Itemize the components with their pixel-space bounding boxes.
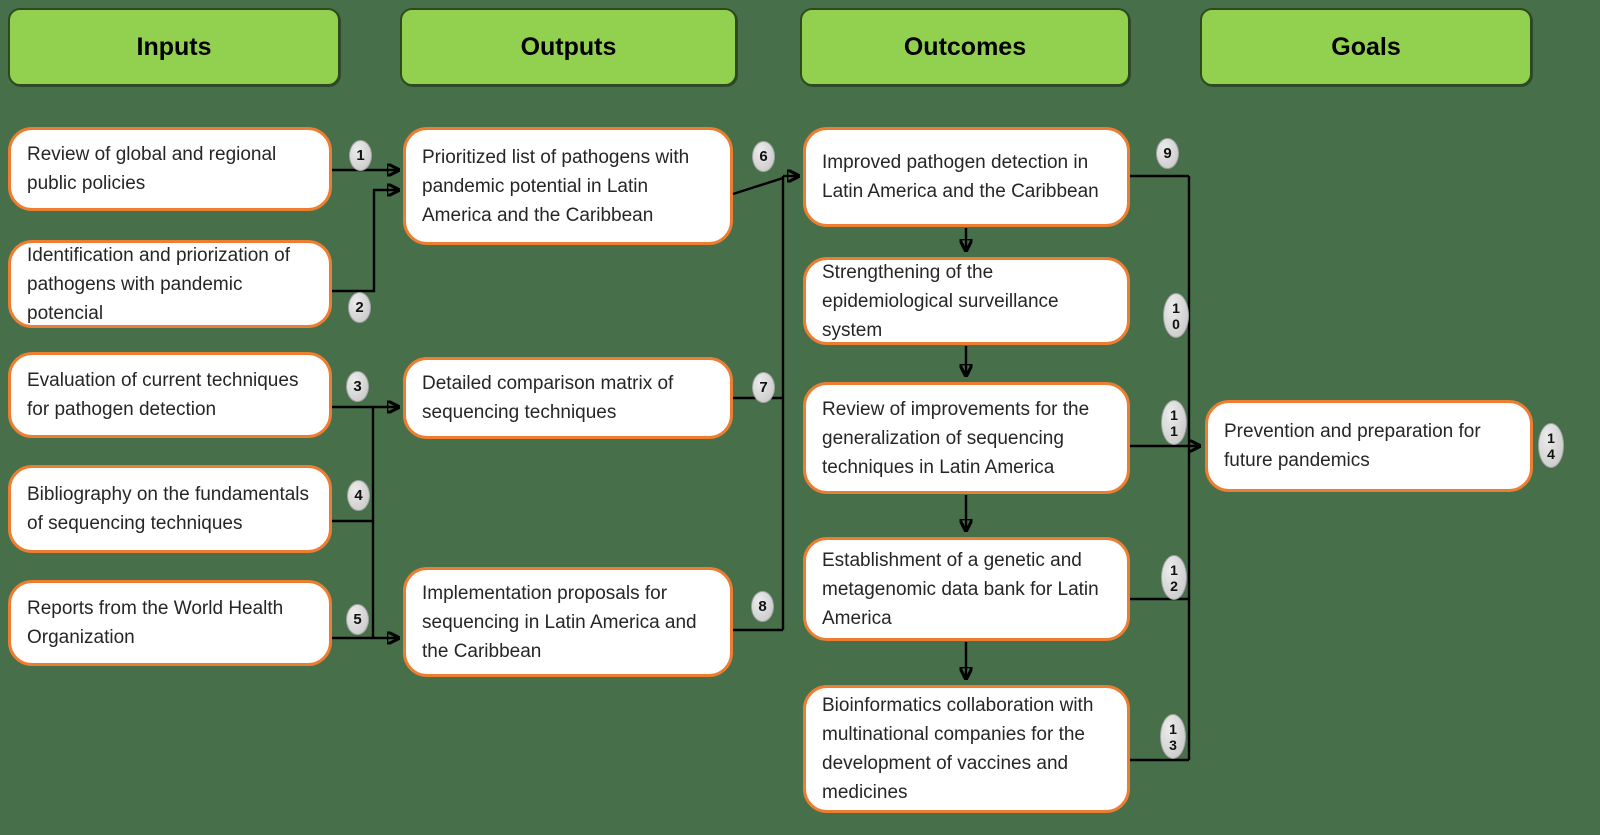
- badge-12: 12: [1161, 555, 1187, 600]
- badge-2: 2: [348, 292, 371, 323]
- goal-box-14: Prevention and preparation for future pa…: [1205, 400, 1533, 492]
- badge-10: 10: [1163, 293, 1189, 338]
- output-box-7: Detailed comparison matrix of sequencing…: [403, 357, 733, 439]
- arrow-input2-to-output6: [332, 190, 398, 293]
- badge-6: 6: [752, 141, 775, 172]
- outcome-box-13: Bioinformatics collaboration with multin…: [803, 685, 1130, 813]
- outcome-box-11: Review of improvements for the generaliz…: [803, 382, 1130, 494]
- header-outcomes: Outcomes: [800, 8, 1130, 86]
- header-outputs: Outputs: [400, 8, 737, 86]
- input-box-1: Review of global and regional public pol…: [8, 127, 332, 211]
- input-box-4: Bibliography on the fundamentals of sequ…: [8, 465, 332, 553]
- badge-5: 5: [346, 604, 369, 635]
- outcome-box-9: Improved pathogen detection in Latin Ame…: [803, 127, 1130, 227]
- badge-14: 14: [1538, 423, 1564, 468]
- badge-3: 3: [346, 371, 369, 402]
- badge-4: 4: [347, 480, 370, 511]
- badge-13: 13: [1160, 714, 1186, 759]
- input-box-5: Reports from the World Health Organizati…: [8, 580, 332, 666]
- connector-output6-stub: [732, 176, 784, 196]
- header-inputs: Inputs: [8, 8, 340, 86]
- header-goals: Goals: [1200, 8, 1532, 86]
- output-box-8: Implementation proposals for sequencing …: [403, 567, 733, 677]
- badge-11: 11: [1161, 400, 1187, 445]
- badge-8: 8: [751, 591, 774, 622]
- input-box-3: Evaluation of current techniques for pat…: [8, 352, 332, 438]
- badge-9: 9: [1156, 138, 1179, 169]
- output-box-6: Prioritized list of pathogens with pande…: [403, 127, 733, 245]
- input-box-2: Identification and priorization of patho…: [8, 240, 332, 328]
- badge-1: 1: [349, 140, 372, 171]
- badge-7: 7: [752, 372, 775, 403]
- outcome-box-12: Establishment of a genetic and metagenom…: [803, 537, 1130, 641]
- outcome-box-10: Strengthening of the epidemiological sur…: [803, 257, 1130, 345]
